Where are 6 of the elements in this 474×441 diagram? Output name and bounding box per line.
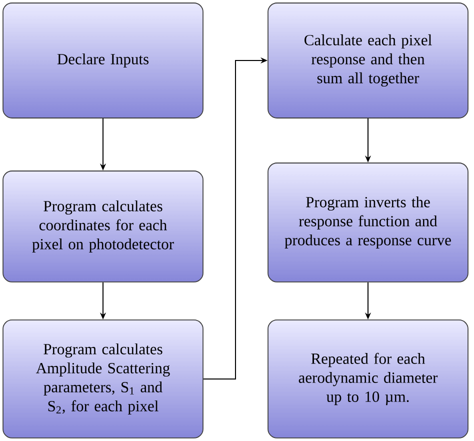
process-box: Repeated for each aerodynamic diameter up to 10 µm.	[268, 320, 468, 438]
process-box: Calculate each pixel response and then sum all together	[268, 2, 468, 118]
process-box: Declare Inputs	[2, 2, 204, 118]
process-box: Program inverts the response function and produces a response curve	[268, 162, 468, 282]
process-box: Program calculates Amplitude Scattering parameters, S$_{1}$ and S$_{2}$, for each pixel	[2, 320, 204, 438]
process-box: Program calculates coordinates for each pixel on photodetector	[2, 170, 204, 282]
